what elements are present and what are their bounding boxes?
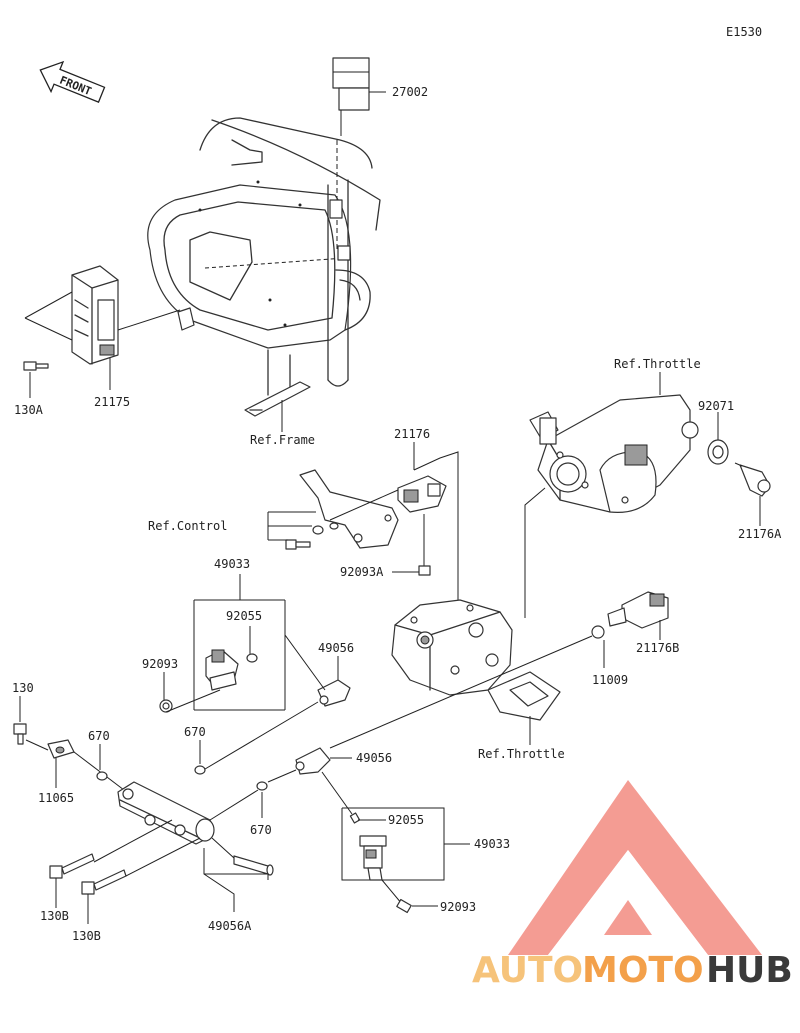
label-92055-bottom: 92055 [388, 813, 424, 827]
label-49056-mid: 49056 [356, 751, 392, 765]
bolt-130A [23, 361, 49, 371]
clamp-11065 [47, 739, 75, 759]
label-670-b: 670 [184, 725, 206, 739]
label-49056-top: 49056 [318, 641, 354, 655]
fitting-49056-mid [295, 747, 331, 775]
label-ref-throttle-bottom: Ref.Throttle [478, 747, 565, 761]
watermark-hub: HUB [706, 950, 793, 991]
label-21175: 21175 [94, 395, 130, 409]
label-ref-frame: Ref.Frame [250, 433, 315, 447]
sensor-21176A [734, 462, 771, 497]
sensor-21176B [607, 591, 669, 629]
bolt-130 [13, 723, 27, 745]
relay-27002 [332, 57, 386, 136]
o-ring-670-c [256, 781, 268, 791]
ecu-21175 [71, 265, 181, 365]
label-49056A: 49056A [208, 919, 252, 933]
label-ref-control: Ref.Control [148, 519, 227, 533]
fuel-rail [117, 781, 215, 845]
label-92093-bottom: 92093 [440, 900, 476, 914]
sensor-21176 [397, 475, 447, 513]
label-49033-top: 49033 [214, 557, 250, 571]
label-49033-bottom: 49033 [474, 837, 510, 851]
label-21176A: 21176A [738, 527, 782, 541]
watermark-logo [508, 780, 762, 955]
label-27002: 27002 [392, 85, 428, 99]
label-ref-throttle-top: Ref.Throttle [614, 357, 701, 371]
o-ring-670-b [194, 765, 206, 775]
throttle-body-bottom [391, 599, 561, 721]
label-670-a: 670 [88, 729, 110, 743]
label-11065: 11065 [38, 791, 74, 805]
diagram-code: E1530 [726, 25, 762, 39]
throttle-body-top [529, 394, 699, 513]
watermark-moto: MOTO [582, 950, 704, 991]
pipe-49056A [233, 855, 274, 876]
injector-49033-bottom [359, 835, 387, 881]
seal-92093-bottom [396, 898, 412, 914]
bracket-21176 [299, 469, 399, 549]
bolt-130B-a [49, 853, 95, 879]
bolt-ref-control [285, 539, 311, 550]
seal-92055-bottom [349, 812, 361, 824]
label-92093-left: 92093 [142, 657, 178, 671]
watermark-text: AUTO MOTO HUB [472, 950, 793, 991]
fitting-49056-top [317, 679, 351, 707]
o-ring-11009 [591, 625, 605, 639]
label-92093A: 92093A [340, 565, 384, 579]
bolt-130B-b [81, 869, 127, 895]
injector-49033-top [205, 649, 239, 691]
o-ring-670-a [96, 771, 108, 781]
label-670-c: 670 [250, 823, 272, 837]
watermark-auto: AUTO [472, 950, 583, 991]
label-130: 130 [12, 681, 34, 695]
nut-92093A [418, 565, 431, 576]
label-130A: 130A [14, 403, 44, 417]
label-11009: 11009 [592, 673, 628, 687]
frame-assembly [147, 117, 381, 417]
seal-92071 [707, 439, 729, 465]
front-arrow-icon: FRONT [39, 60, 106, 104]
label-21176B: 21176B [636, 641, 679, 655]
label-130B-b: 130B [72, 929, 101, 943]
label-92071: 92071 [698, 399, 734, 413]
label-92055-top: 92055 [226, 609, 262, 623]
o-ring-92055-top [246, 653, 258, 663]
label-21176: 21176 [394, 427, 430, 441]
label-130B-a: 130B [40, 909, 69, 923]
